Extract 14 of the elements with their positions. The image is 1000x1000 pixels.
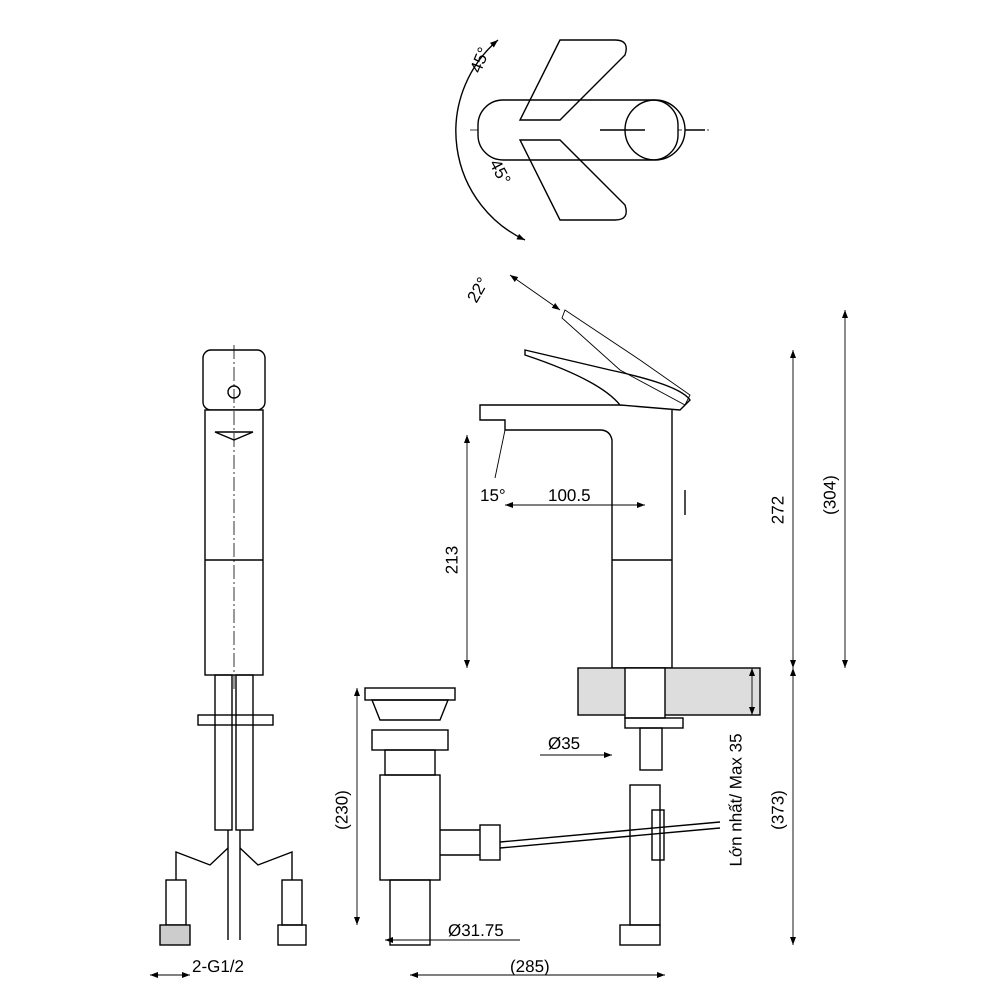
dimension-label: Ø31.75 [448,922,504,939]
dimension-label: (230) [334,790,350,830]
dimension-label: 15° [480,487,506,504]
dimension-label: (285) [510,958,550,975]
dimension-label: 22° [464,274,492,306]
dimension-label: 2-G1/2 [192,958,244,975]
dimension-label: 272 [770,496,786,524]
dimension-label: 213 [444,546,460,574]
dimension-label: (373) [770,790,786,830]
dimension-label: 45° [486,156,514,188]
dimension-label: Ø35 [548,735,580,752]
dimension-label: (304) [822,475,838,515]
dimension-label: Lớn nhất/ Max 35 [728,733,744,867]
dimension-label: 100.5 [548,487,591,504]
